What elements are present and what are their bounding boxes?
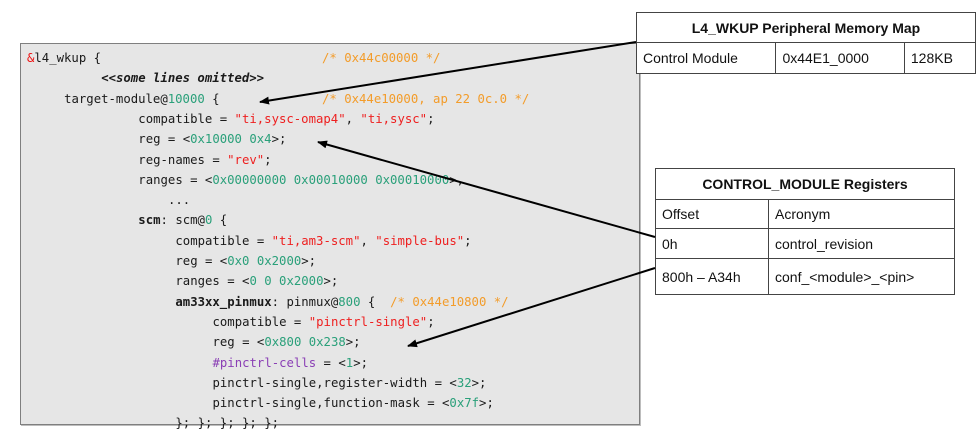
code-token: >; — [323, 274, 339, 289]
code-line: compatible = "ti,am3-scm", "simple-bus"; — [175, 233, 471, 249]
code-token: "simple-bus" — [375, 233, 465, 248]
code-comment: /* 0x44e10000, ap 22 0c.0 */ — [322, 91, 530, 106]
code-token: : pinmux@ — [271, 294, 339, 309]
code-token: >; — [345, 335, 361, 350]
arrow-memory-map-to-target-module — [259, 41, 637, 105]
memory-map-address-cell: 0x44E1_0000 — [775, 42, 905, 74]
code-token: & — [27, 51, 35, 65]
code-comment: /* 0x44c00000 */ — [322, 51, 441, 65]
arrow-conf-pin-to-pinctrl-cells — [407, 267, 656, 348]
code-token: ; — [464, 233, 472, 248]
header-acronym: Acronym — [768, 199, 955, 229]
code-line: scm: scm@0 { — [138, 212, 227, 228]
code-token: #pinctrl-cells — [212, 355, 317, 370]
code-token: , — [345, 111, 361, 126]
registers-table: CONTROL_MODULE Registers Offset Acronym … — [655, 168, 955, 295]
table-row: 800h – A34h conf_<module>_<pin> — [655, 258, 955, 295]
acronym-cell: conf_<module>_<pin> — [768, 258, 955, 295]
code-token: reg = < — [175, 254, 228, 268]
code-token: reg-names = — [138, 152, 228, 167]
code-token: compatible = — [212, 314, 309, 329]
code-token: pinctrl-single,register-width = < — [212, 375, 457, 390]
arrow-control-revision-to-reg — [317, 140, 656, 238]
code-token: >; — [471, 375, 487, 390]
code-token: ranges = < — [138, 172, 213, 187]
code-token: "rev" — [227, 152, 265, 167]
code-token: 0x10000 0x4 — [190, 132, 272, 147]
memory-map-size-cell: 128KB — [903, 42, 977, 74]
code-token: >; — [479, 396, 494, 411]
code-token: reg = < — [138, 132, 191, 147]
code-token: 0x7f — [449, 396, 480, 411]
code-token: /* 0x44e10800 */ — [390, 294, 509, 309]
code-token: >; — [271, 132, 287, 147]
code-token: "ti,sysc" — [360, 111, 428, 126]
code-line: <<some lines omitted>> — [101, 70, 264, 86]
code-token: ; — [264, 152, 272, 167]
code-token: 0 — [204, 213, 213, 228]
code-line: target-module@10000 { — [64, 91, 220, 107]
code-token: : scm@ — [160, 213, 205, 228]
code-line: reg = <0x10000 0x4>; — [138, 131, 286, 147]
code-token: 32 — [456, 375, 472, 390]
code-line: &l4_wkup { — [27, 50, 101, 66]
offset-cell: 800h – A34h — [655, 258, 769, 295]
code-token: compatible = — [138, 111, 235, 126]
code-token: l4_wkup { — [34, 51, 102, 65]
code-token: ... — [167, 193, 191, 208]
code-token: 10000 — [167, 91, 205, 106]
code-token: compatible = — [175, 233, 272, 248]
code-token: ; — [427, 111, 435, 126]
code-token: ranges = < — [175, 274, 250, 289]
code-token: >, — [449, 172, 465, 187]
code-line: reg = <0x0 0x2000>; — [175, 253, 316, 269]
code-line: pinctrl-single,function-mask = <0x7f>; — [213, 395, 494, 411]
registers-table-title: CONTROL_MODULE Registers — [655, 168, 955, 200]
code-line: reg = <0x800 0x238>; — [213, 334, 361, 350]
code-token: 0x800 0x238 — [264, 335, 346, 350]
code-token: { — [212, 213, 228, 228]
code-token: ; — [427, 314, 435, 329]
code-token: scm — [138, 213, 161, 228]
code-token: 0x00000000 0x00010000 0x00010000 — [212, 172, 450, 187]
code-line: am33xx_pinmux: pinmux@800 { /* 0x44e1080… — [175, 294, 508, 310]
code-token: <<some lines omitted>> — [101, 71, 265, 86]
code-token: 0x0 0x2000 — [227, 254, 302, 268]
code-token: { — [360, 294, 391, 309]
code-line: }; }; }; }; }; — [175, 415, 279, 431]
code-token: "ti,am3-scm" — [271, 233, 361, 248]
code-line: compatible = "ti,sysc-omap4", "ti,sysc"; — [138, 111, 434, 127]
code-token: 0 0 0x2000 — [249, 274, 324, 289]
code-token: = < — [316, 355, 346, 370]
code-line: ranges = <0x00000000 0x00010000 0x000100… — [138, 172, 464, 188]
code-token: target-module@ — [64, 91, 168, 106]
code-line: reg-names = "rev"; — [138, 152, 271, 168]
registers-header-row: Offset Acronym — [655, 199, 955, 229]
code-token: , — [360, 233, 376, 248]
code-token: "ti,sysc-omap4" — [234, 111, 346, 126]
memory-map-table: L4_WKUP Peripheral Memory Map Control Mo… — [635, 12, 977, 74]
code-line: #pinctrl-cells = <1>; — [213, 355, 369, 371]
table-row: 0h control_revision — [655, 228, 955, 259]
code-token: >; — [301, 254, 317, 268]
code-token: "pinctrl-single" — [308, 314, 428, 329]
code-token: 1 — [345, 355, 354, 370]
code-line: ... — [168, 192, 190, 208]
code-token: 800 — [338, 294, 361, 309]
memory-map-table-title: L4_WKUP Peripheral Memory Map — [636, 12, 976, 43]
code-token: am33xx_pinmux — [175, 294, 272, 309]
code-token: reg = < — [212, 335, 265, 350]
code-line: ranges = <0 0 0x2000>; — [175, 273, 338, 289]
code-token: }; }; }; }; }; — [175, 416, 280, 431]
device-tree-code-block: &l4_wkup { /* 0x44c00000 */ <<some lines o… — [20, 43, 640, 430]
code-token: { — [204, 91, 220, 106]
code-token: >; — [353, 355, 368, 370]
code-line: compatible = "pinctrl-single"; — [213, 314, 435, 330]
code-line: pinctrl-single,register-width = <32>; — [213, 375, 487, 391]
offset-cell: 0h — [655, 228, 769, 259]
code-token: pinctrl-single,function-mask = < — [212, 396, 450, 411]
